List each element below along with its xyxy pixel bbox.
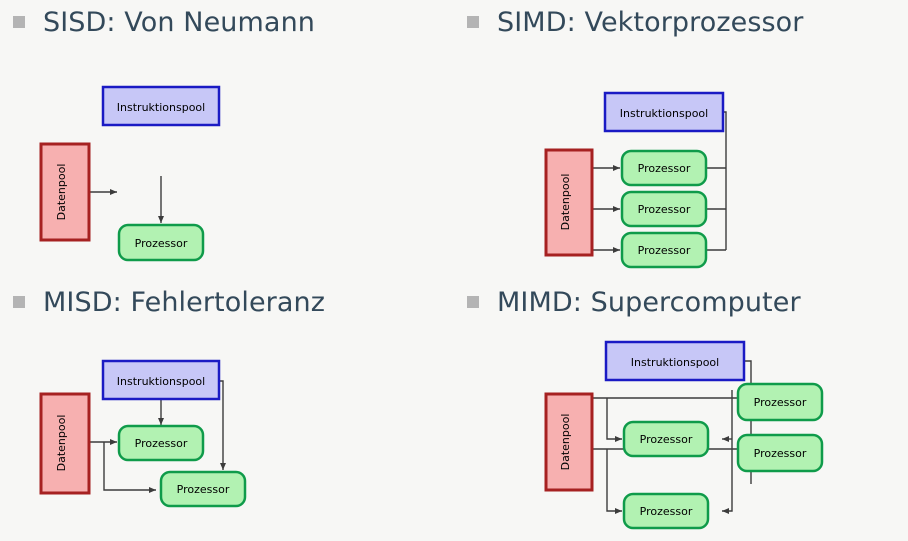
square-bullet-icon <box>467 16 479 28</box>
processor-box: Prozessor <box>736 433 824 473</box>
processor-label: Prozessor <box>177 483 230 496</box>
diagram-simd: Instruktionspool Datenpool Prozessor Pro… <box>544 91 727 269</box>
quadrant-sisd: SISD: Von Neumann Instruktionspool Daten… <box>0 0 454 280</box>
page-title-misd: MISD: Fehlertoleranz <box>43 286 326 318</box>
processor-box: Prozessor <box>620 190 708 228</box>
processor-box: Prozessor <box>117 223 205 262</box>
quadrant-misd: MISD: Fehlertoleranz Instruktionspool Da… <box>0 280 454 541</box>
instruction-pool-label: Instruktionspool <box>117 101 205 114</box>
processor-label: Prozessor <box>638 203 691 216</box>
processor-label: Prozessor <box>135 437 188 450</box>
square-bullet-icon <box>467 296 479 308</box>
instruction-bus-inner <box>722 390 733 514</box>
heading-misd: MISD: Fehlertoleranz <box>0 280 454 324</box>
arrow-instruction-to-processor-2 <box>219 380 226 470</box>
instruction-pool-label: Instruktionspool <box>620 107 708 120</box>
processor-box: Prozessor <box>620 149 708 187</box>
page-title-simd: SIMD: Vektorprozessor <box>497 6 804 38</box>
data-pool-label: Datenpool <box>559 174 572 231</box>
instruction-pool-box: Instruktionspool <box>101 85 221 127</box>
processor-label: Prozessor <box>754 447 807 460</box>
heading-mimd: MIMD: Supercomputer <box>454 280 908 324</box>
processor-label: Prozessor <box>640 505 693 518</box>
data-pool-box: Datenpool <box>544 392 594 492</box>
diagram-sisd: Instruktionspool Datenpool Prozessor <box>39 85 221 262</box>
data-pool-label: Datenpool <box>55 415 68 472</box>
data-pool-box: Datenpool <box>544 148 594 257</box>
processor-label: Prozessor <box>638 162 691 175</box>
square-bullet-icon <box>13 16 25 28</box>
instruction-pool-label: Instruktionspool <box>117 375 205 388</box>
processor-label: Prozessor <box>640 433 693 446</box>
data-pool-box: Datenpool <box>39 142 91 242</box>
heading-sisd: SISD: Von Neumann <box>0 0 454 44</box>
processor-box: Prozessor <box>622 420 710 458</box>
processor-label: Prozessor <box>135 237 188 250</box>
instruction-pool-box: Instruktionspool <box>604 340 746 382</box>
diagram-misd: Instruktionspool Datenpool Prozessor Pro… <box>39 359 247 508</box>
arrow-data-to-processor-inner-1 <box>606 398 622 442</box>
page-title-sisd: SISD: Von Neumann <box>43 6 315 38</box>
arrow-instruction-to-processor-inner-2 <box>722 390 733 514</box>
instruction-pool-label: Instruktionspool <box>631 356 719 369</box>
instruction-pool-box: Instruktionspool <box>603 91 725 133</box>
data-pool-label: Datenpool <box>559 414 572 471</box>
arrow-data-to-processor-inner-2 <box>606 449 622 514</box>
data-pool-box: Datenpool <box>39 392 91 495</box>
processor-box: Prozessor <box>159 470 247 508</box>
processor-box: Prozessor <box>622 492 710 530</box>
processor-box: Prozessor <box>620 231 708 269</box>
processor-label: Prozessor <box>638 244 691 257</box>
page-title-mimd: MIMD: Supercomputer <box>497 286 801 318</box>
arrow-data-to-processor-2 <box>103 442 156 493</box>
heading-simd: SIMD: Vektorprozessor <box>454 0 908 44</box>
processor-label: Prozessor <box>754 396 807 409</box>
processor-box: Prozessor <box>117 424 205 462</box>
diagram-mimd: Instruktionspool Datenpool Prozessor Pro… <box>544 340 824 530</box>
processor-box: Prozessor <box>736 382 824 422</box>
quadrant-mimd: MIMD: Supercomputer Instrukti <box>454 280 908 541</box>
quadrant-simd: SIMD: Vektorprozessor Instruktionspool <box>454 0 908 280</box>
instruction-pool-box: Instruktionspool <box>101 359 221 401</box>
square-bullet-icon <box>13 296 25 308</box>
data-pool-label: Datenpool <box>55 164 68 221</box>
